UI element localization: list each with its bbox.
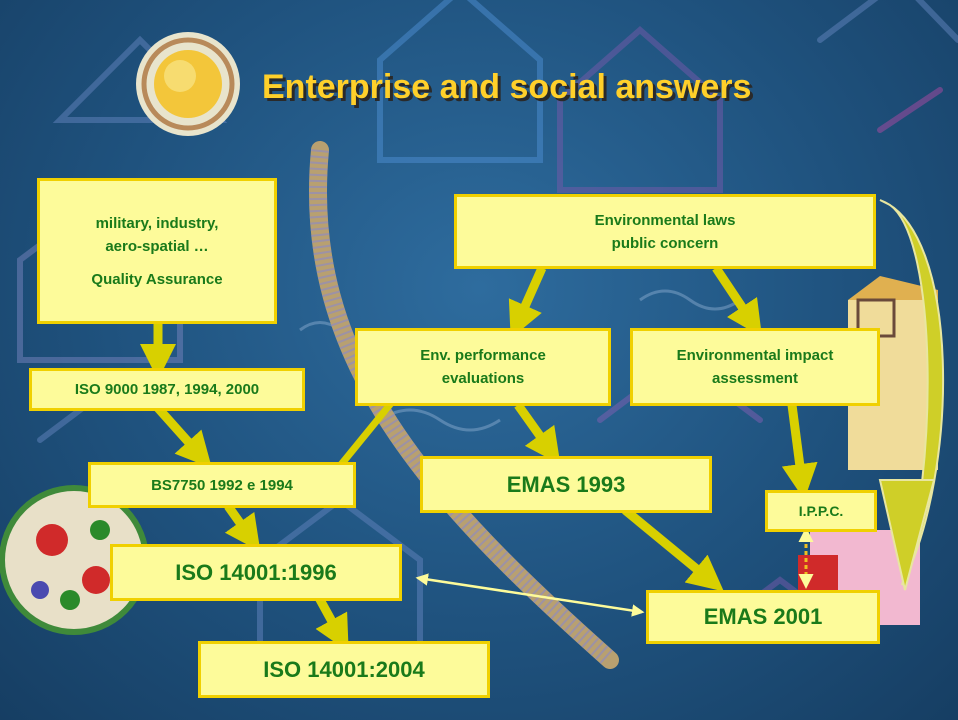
arrow-perf-to-emas1993 [514,402,561,465]
iso14001-1996-label: ISO 14001:1996 [175,559,337,585]
env-perf-line-1: Env. performance [420,347,546,364]
box-quality-assurance: military, industry, aero-spatial … Quali… [37,178,277,324]
arrow-bs7750-to-iso1996 [224,503,261,552]
box-iso14001-2004: ISO 14001:2004 [198,641,490,698]
page-title: Enterprise and social answers [262,68,752,106]
env-perf-line-2: evaluations [441,370,525,387]
iso14001-2004-label: ISO 14001:2004 [263,656,425,682]
box-environmental-laws: Environmental laws public concern [454,194,876,269]
env-laws-line-2: public concern [611,234,719,252]
quality-line-3: Quality Assurance [91,270,223,288]
ippc-label: I.P.P.C. [798,503,844,519]
box-emas-1993: EMAS 1993 [420,456,712,513]
emas-1993-label: EMAS 1993 [506,471,626,497]
arrow-iso1996-emas2001 [415,573,645,617]
sun-icon [136,32,240,136]
box-env-impact: Environmental impact assessment [630,328,880,406]
arrow-iso9000-to-bs7750 [154,405,212,469]
env-laws-line-1: Environmental laws [594,211,736,229]
arrow-envlaws-to-perf [508,266,547,339]
line-perf-to-bs7750 [332,399,395,475]
env-impact-line-2: assessment [712,370,798,387]
arrow-iso1996-to-iso2004 [314,593,349,652]
iso9000-label: ISO 9000 1987, 1994, 2000 [74,381,260,398]
bs7750-label: BS7750 1992 e 1994 [151,476,293,494]
box-bs7750: BS7750 1992 e 1994 [88,462,356,508]
box-env-performance: Env. performance evaluations [355,328,611,406]
arrow-envlaws-to-impact [712,265,762,337]
box-ippc: I.P.P.C. [765,490,877,532]
env-impact-line-1: Environmental impact [676,347,834,364]
quality-line-2: aero-spatial … [105,237,209,255]
emas-2001-label: EMAS 2001 [703,604,823,629]
arrow-emas1993-to-emas2001 [622,506,724,592]
box-iso14001-1996: ISO 14001:1996 [110,544,402,601]
quality-line-1: military, industry, [95,214,219,232]
box-iso9000: ISO 9000 1987, 1994, 2000 [29,368,305,411]
arrow-impact-to-ippc [781,404,818,500]
box-emas-2001: EMAS 2001 [646,590,880,644]
